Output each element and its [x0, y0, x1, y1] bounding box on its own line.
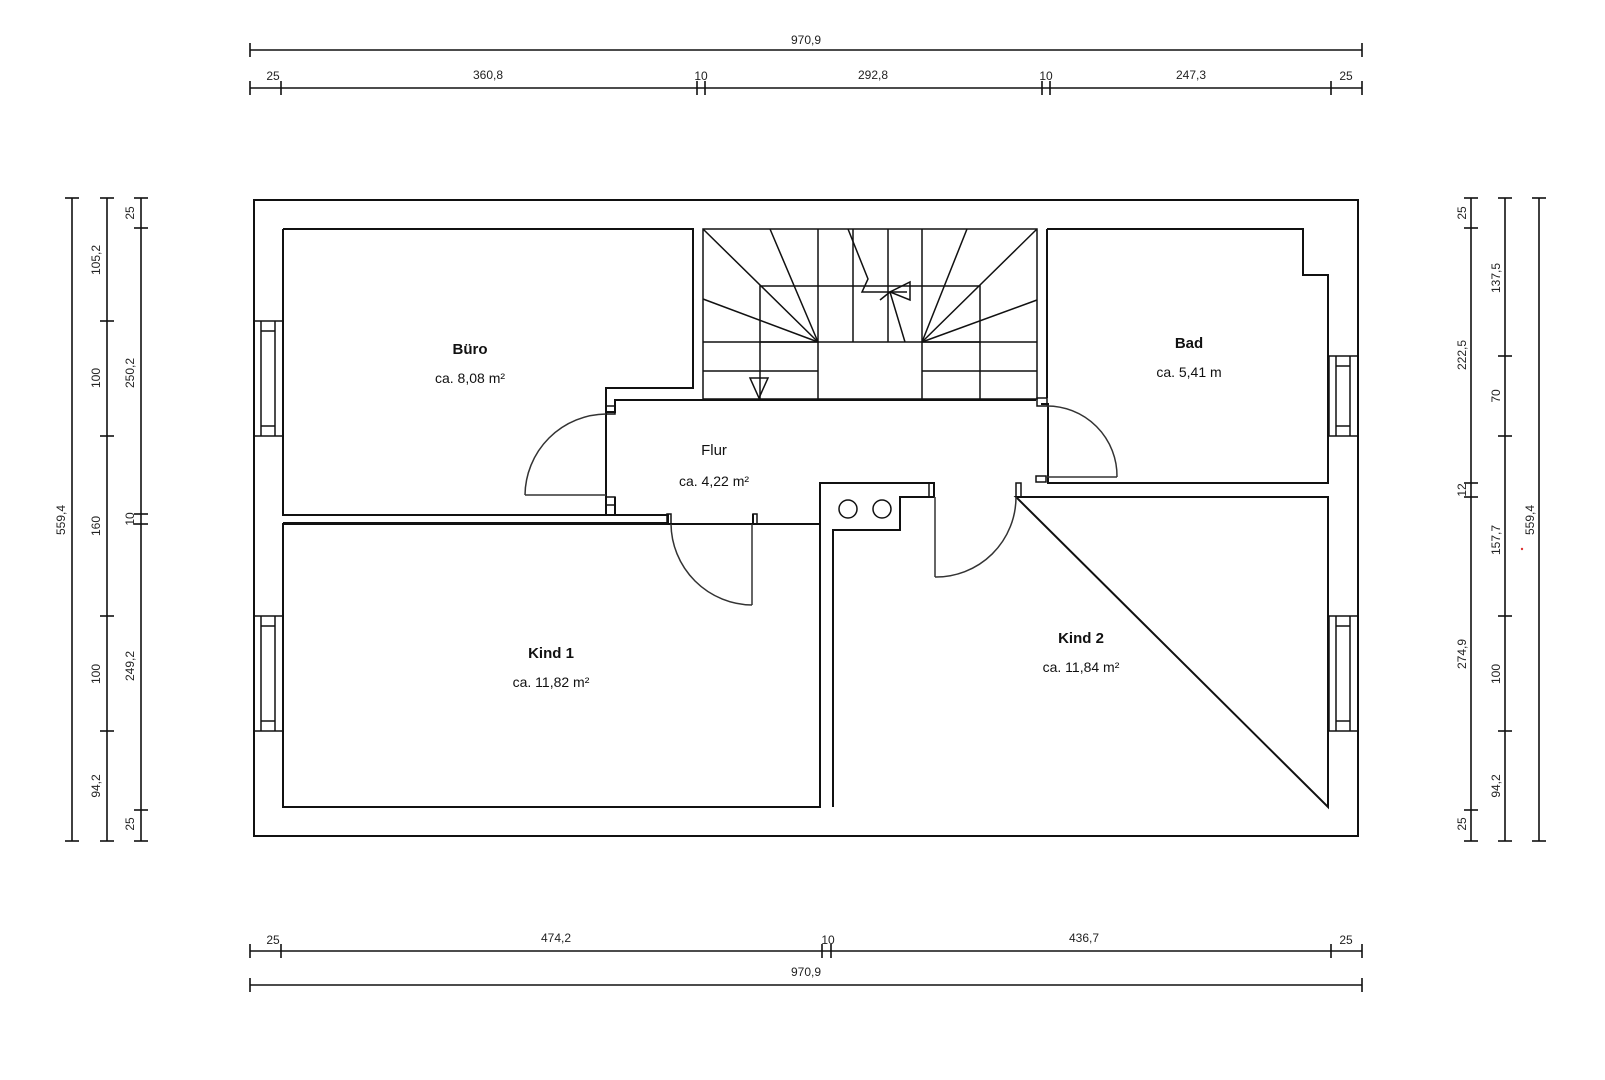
dim-top-seg-0: 25	[266, 69, 280, 83]
room-kind1-outline	[282, 523, 821, 808]
dim-bottom-seg-1: 474,2	[541, 931, 571, 945]
dim-bottom-seg-0: 25	[266, 933, 280, 947]
dim-right-total: 559,4	[1523, 505, 1537, 535]
room-kind2-outline	[832, 496, 1329, 810]
dim-left-open-2: 160	[89, 516, 103, 536]
outer-walls	[253, 199, 1359, 837]
dim-left-room-2: 10	[123, 512, 137, 526]
room-area: ca. 11,82 m²	[513, 674, 590, 690]
dim-top-seg-1: 360,8	[473, 68, 503, 82]
dim-right-room-4: 25	[1455, 817, 1469, 831]
room-name: Flur	[701, 442, 727, 459]
room-area: ca. 5,41 m	[1156, 364, 1221, 380]
top-dimension-chain: 970,9 25 360,8 10 292,8 10 247,3 25	[249, 33, 1363, 95]
window-kind1	[253, 615, 284, 732]
room-label-flur: Flur ca. 4,22 m²	[679, 442, 749, 489]
room-area: ca. 4,22 m²	[679, 473, 749, 489]
room-label-kind2: Kind 2 ca. 11,84 m²	[1043, 630, 1120, 675]
room-bad-outline	[1041, 228, 1329, 484]
window-kind2	[1328, 615, 1359, 732]
window-bad	[1328, 355, 1359, 437]
dim-right-open-0: 137,5	[1489, 263, 1503, 293]
door-buero	[524, 413, 607, 496]
dim-left-room-3: 249,2	[123, 651, 137, 681]
dim-right-open-1: 70	[1489, 389, 1503, 403]
dim-left-open-1: 100	[89, 368, 103, 388]
room-label-bad: Bad ca. 5,41 m	[1156, 335, 1221, 380]
dim-left-room-0: 25	[123, 206, 137, 220]
dim-top-seg-2: 10	[694, 69, 708, 83]
dim-left-room-1: 250,2	[123, 358, 137, 388]
room-buero-outline	[282, 228, 700, 524]
room-label-kind1: Kind 1 ca. 11,82 m²	[513, 645, 590, 690]
dim-top-seg-6: 25	[1339, 69, 1353, 83]
dim-bottom-seg-2: 10	[821, 933, 835, 947]
dim-top-total: 970,9	[791, 33, 821, 47]
dim-left-open-3: 100	[89, 664, 103, 684]
room-name: Kind 1	[528, 645, 574, 662]
door-kind2	[934, 496, 1017, 578]
room-label-buero: Büro ca. 8,08 m²	[435, 341, 505, 386]
dim-right-room-1: 222,5	[1455, 340, 1469, 370]
dim-right-open-4: 94,2	[1489, 774, 1503, 798]
dim-top-seg-4: 10	[1039, 69, 1053, 83]
chimney-flue-2	[872, 499, 892, 519]
window-buero	[253, 320, 284, 437]
dim-left-open-4: 94,2	[89, 774, 103, 798]
dim-right-open-2: 157,7	[1489, 525, 1503, 555]
dim-left-room-4: 25	[123, 817, 137, 831]
dim-left-open-0: 105,2	[89, 245, 103, 275]
door-kind1	[670, 523, 753, 606]
dim-bottom-seg-3: 436,7	[1069, 931, 1099, 945]
room-area: ca. 8,08 m²	[435, 370, 505, 386]
dim-right-open-3: 100	[1489, 664, 1503, 684]
door-bad	[1045, 405, 1118, 478]
bottom-dimension-chain: 25 474,2 10 436,7 25 970,9	[249, 931, 1363, 992]
dim-top-seg-5: 247,3	[1176, 68, 1206, 82]
left-dimension-chain: 559,4 105,2 100 160 100 94,2 25 250,2 10	[54, 197, 148, 842]
dim-right-room-3: 274,9	[1455, 639, 1469, 669]
dim-top-seg-3: 292,8	[858, 68, 888, 82]
right-dimension-chain: 25 222,5 12 274,9 25 137,5 70 157,7 100 …	[1455, 197, 1546, 842]
chimney-flue-1	[838, 499, 858, 519]
room-name: Kind 2	[1058, 630, 1104, 647]
chimney-block	[752, 482, 935, 807]
dim-bottom-total: 970,9	[791, 965, 821, 979]
room-area: ca. 11,84 m²	[1043, 659, 1120, 675]
staircase	[702, 228, 1038, 400]
dim-right-room-2: 12	[1455, 483, 1469, 497]
dim-left-total: 559,4	[54, 505, 68, 535]
room-name: Büro	[453, 341, 488, 358]
dim-right-room-0: 25	[1455, 206, 1469, 220]
dim-bottom-seg-4: 25	[1339, 933, 1353, 947]
room-name: Bad	[1175, 335, 1203, 352]
